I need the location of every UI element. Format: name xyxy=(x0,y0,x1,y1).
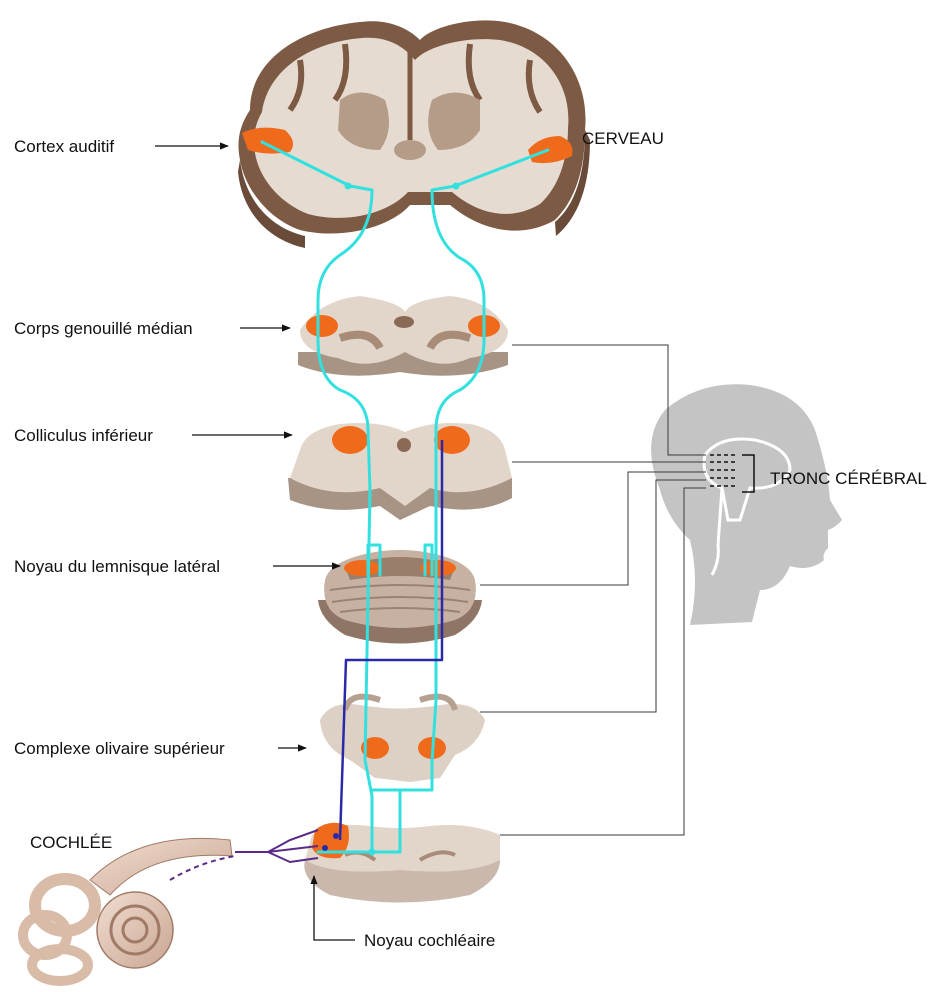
label-tronc-cerebral: TRONC CÉRÉBRAL xyxy=(770,469,927,488)
cochlea-icon xyxy=(23,838,235,981)
label-cochlee: COCHLÉE xyxy=(30,833,112,852)
label-colliculus: Colliculus inférieur xyxy=(14,426,153,445)
label-pointers xyxy=(155,146,355,940)
label-cerveau: CERVEAU xyxy=(582,129,664,148)
label-olivaire: Complexe olivaire supérieur xyxy=(14,739,225,758)
label-corps-genouille: Corps genouillé médian xyxy=(14,319,193,338)
brain-coronal-section xyxy=(238,20,590,248)
lateral-lemniscus-section xyxy=(318,550,482,644)
inferior-colliculus-section xyxy=(288,423,512,520)
label-noyau-cochleaire: Noyau cochléaire xyxy=(364,931,495,950)
label-cortex-auditif: Cortex auditif xyxy=(14,137,114,156)
medial-geniculate-section xyxy=(298,296,508,376)
head-silhouette-icon xyxy=(651,384,842,625)
auditory-nerve xyxy=(235,830,318,862)
label-lemnisque: Noyau du lemnisque latéral xyxy=(14,557,220,576)
